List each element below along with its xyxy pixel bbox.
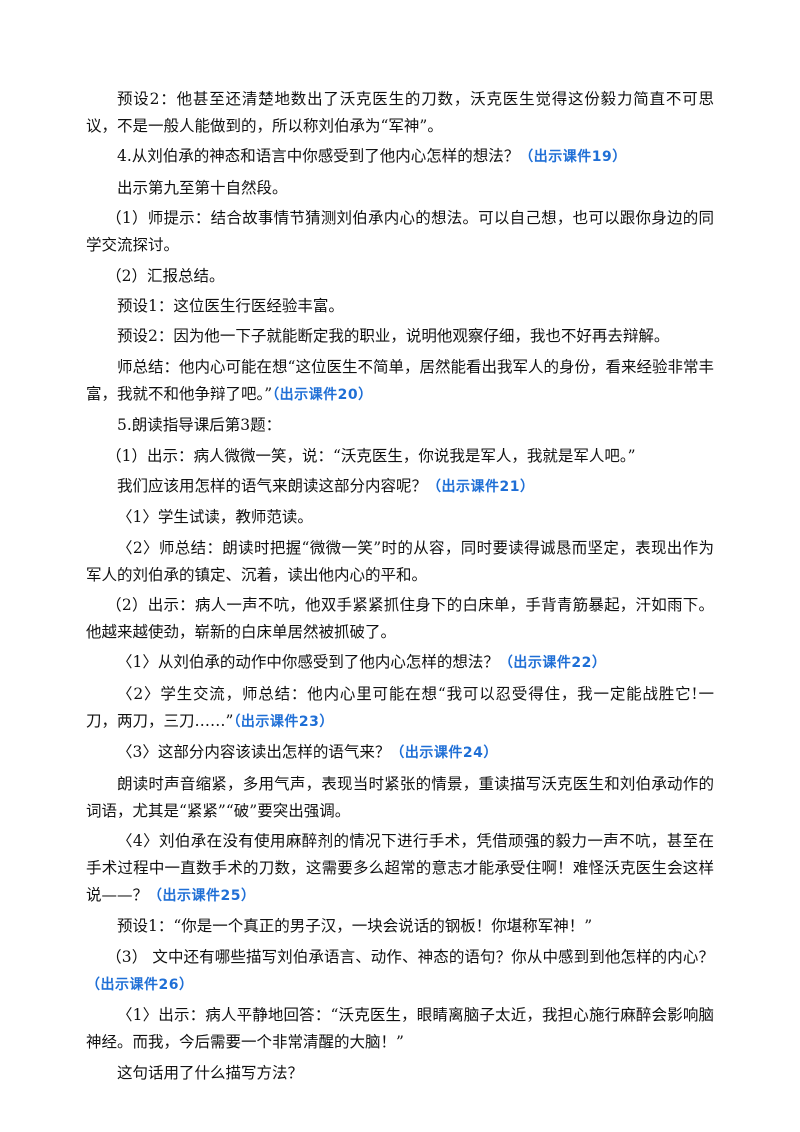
courseware-cue: （出示课件25） [148, 888, 256, 905]
paragraph-text: 出示第九至第十自然段。 [117, 178, 288, 197]
paragraph-preset-1-steel: 预设1：“你是一个真正的男子汉，一块会说话的钢板！你堪称军神！” [86, 913, 714, 940]
paragraph-text: 预设1：“你是一个真正的男子汉，一块会说话的钢板！你堪称军神！” [117, 917, 593, 936]
paragraph-text: （1）出示：病人微微一笑，说：“沃克医生，你说我是军人，我就是军人吧。” [106, 446, 636, 465]
paragraph-text: （2）出示：病人一声不吭，他双手紧紧抓住身下的白床单，手背青筋暴起，汗如雨下。他… [86, 596, 714, 642]
paragraph-teacher-summary-1: 师总结：他内心可能在想“这位医生不简单，居然能看出我军人的身份，看来经验非常丰富… [86, 354, 714, 409]
paragraph-action-question: 〈1〉从刘伯承的动作中你感受到了他内心怎样的想法？（出示课件22） [86, 649, 714, 677]
paragraph-text: 〈1〉学生试读，教师范读。 [117, 508, 313, 527]
paragraph-text: 师总结：他内心可能在想“这位医生不简单，居然能看出我军人的身份，看来经验非常丰富… [86, 357, 714, 403]
paragraph-text: 预设2：因为他一下子就能断定我的职业，说明他观察仔细，我也不好再去辩解。 [117, 327, 670, 346]
paragraph-preset-1-experience: 预设1：这位医生行医经验丰富。 [86, 293, 714, 320]
paragraph-reading-method: 朗读时声音缩紧，多用气声，表现当时紧张的情景，重读描写沃克医生和刘伯承动作的词语… [86, 771, 714, 825]
paragraph-text: （3） 文中还有哪些描写刘伯承语言、动作、神态的语句？你从中感到到他怎样的内心？ [106, 947, 714, 966]
paragraph-question-4: 4.从刘伯承的神态和语言中你感受到了他内心怎样的想法？（出示课件19） [86, 143, 714, 171]
paragraph-text: 〈3〉这部分内容该读出怎样的语气来？ [117, 743, 391, 762]
paragraph-text: 预设1：这位医生行医经验丰富。 [117, 296, 344, 315]
paragraph-text: 这句话用了什么描写方法？ [117, 1063, 304, 1082]
paragraph-teacher-hint: （1）师提示：结合故事情节猜测刘伯承内心的想法。可以自己想，也可以跟你身边的同学… [86, 205, 714, 259]
paragraph-text: 4.从刘伯承的神态和语言中你感受到了他内心怎样的想法？ [117, 147, 520, 166]
courseware-cue: （出示课件23） [233, 713, 334, 730]
paragraph-other-sentences: （3） 文中还有哪些描写刘伯承语言、动作、神态的语句？你从中感到到他怎样的内心？… [86, 944, 714, 999]
paragraph-text: 朗读时声音缩紧，多用气声，表现当时紧张的情景，重读描写沃克医生和刘伯承动作的词语… [86, 774, 714, 820]
paragraph-student-exchange: 〈2〉学生交流，师总结：他内心里可能在想“我可以忍受得住，我一定能战胜它!一刀，… [86, 681, 714, 736]
courseware-cue: （出示课件26） [86, 976, 194, 993]
paragraph-text: 我们应该用怎样的语气来朗读这部分内容呢？ [117, 476, 428, 495]
paragraph-willpower: 〈4〉刘伯承在没有使用麻醉剂的情况下进行手术，凭借顽强的毅力一声不吭，甚至在手术… [86, 828, 714, 910]
paragraph-teacher-summary-2: 〈2〉师总结：朗读时把握“微微一笑”时的从容，同时要读得诚恳而坚定，表现出作为军… [86, 535, 714, 589]
paragraph-text: 〈2〉师总结：朗读时把握“微微一笑”时的从容，同时要读得诚恳而坚定，表现出作为军… [86, 538, 714, 584]
paragraph-text: 〈1〉从刘伯承的动作中你感受到了他内心怎样的想法？ [117, 653, 499, 672]
paragraph-show-paragraphs: 出示第九至第十自然段。 [86, 175, 714, 202]
paragraph-preset-2-observation: 预设2：因为他一下子就能断定我的职业，说明他观察仔细，我也不好再去辩解。 [86, 323, 714, 350]
paragraph-text: （1）师提示：结合故事情节猜测刘伯承内心的想法。可以自己想，也可以跟你身边的同学… [86, 209, 714, 255]
paragraph-tone-question: 我们应该用怎样的语气来朗读这部分内容呢？（出示课件21） [86, 473, 714, 501]
paragraph-show-smile: （1）出示：病人微微一笑，说：“沃克医生，你说我是军人，我就是军人吧。” [86, 443, 714, 470]
paragraph-tone-question-2: 〈3〉这部分内容该读出怎样的语气来？（出示课件24） [86, 739, 714, 767]
paragraph-text: 〈4〉刘伯承在没有使用麻醉剂的情况下进行手术，凭借顽强的毅力一声不吭，甚至在手术… [86, 832, 714, 905]
paragraph-text: （2）汇报总结。 [106, 266, 225, 285]
paragraph-preset-2-surgery-count: 预设2：他甚至还清楚地数出了沃克医生的刀数，沃克医生觉得这份毅力简直不可思议，不… [86, 86, 714, 140]
paragraph-text: 〈1〉出示：病人平静地回答：“沃克医生，眼睛离脑子太近，我担心施行麻醉会影响脑神… [86, 1006, 714, 1052]
paragraph-student-reading: 〈1〉学生试读，教师范读。 [86, 504, 714, 531]
courseware-cue: （出示课件22） [498, 655, 607, 672]
paragraph-method-question: 这句话用了什么描写方法？ [86, 1060, 714, 1087]
paragraph-text: 预设2：他甚至还清楚地数出了沃克医生的刀数，沃克医生觉得这份毅力简直不可思议，不… [86, 90, 714, 135]
courseware-cue: （出示课件19） [519, 149, 627, 166]
courseware-cue: （出示课件20） [272, 386, 373, 403]
paragraph-report-summary: （2）汇报总结。 [86, 263, 714, 290]
paragraph-text: 5.朗读指导课后第3题： [117, 416, 282, 435]
paragraph-show-bedsheet: （2）出示：病人一声不吭，他双手紧紧抓住身下的白床单，手背青筋暴起，汗如雨下。他… [86, 592, 714, 646]
paragraph-show-calm-answer: 〈1〉出示：病人平静地回答：“沃克医生，眼睛离脑子太近，我担心施行麻醉会影响脑神… [86, 1002, 714, 1056]
paragraph-text: 〈2〉学生交流，师总结：他内心里可能在想“我可以忍受得住，我一定能战胜它!一刀，… [86, 684, 714, 730]
paragraph-reading-guide-5: 5.朗读指导课后第3题： [86, 412, 714, 439]
courseware-cue: （出示课件24） [390, 745, 498, 762]
courseware-cue: （出示课件21） [427, 478, 535, 495]
